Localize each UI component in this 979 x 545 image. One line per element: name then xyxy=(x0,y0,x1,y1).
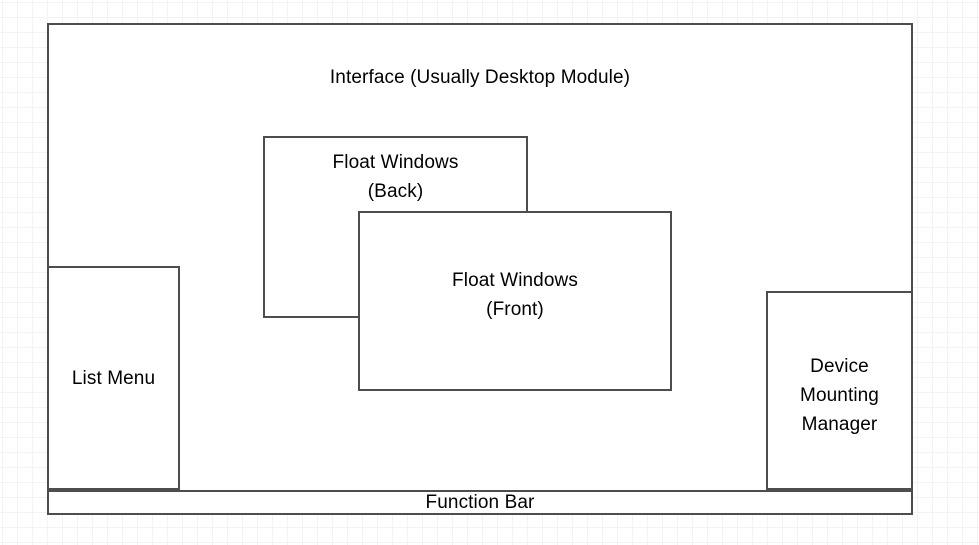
device-mounting-manager-panel[interactable]: Device Mounting Manager xyxy=(766,291,913,490)
interface-label: Interface (Usually Desktop Module) xyxy=(329,67,631,88)
list-menu-label: List Menu xyxy=(71,368,156,389)
function-bar[interactable]: Function Bar xyxy=(47,490,913,515)
list-menu-panel[interactable]: List Menu xyxy=(47,266,180,490)
float-window-front[interactable]: Float Windows (Front) xyxy=(358,211,672,391)
float-window-back-label: Float Windows (Back) xyxy=(332,152,459,202)
function-bar-label: Function Bar xyxy=(425,492,535,513)
float-window-front-label: Float Windows (Front) xyxy=(452,270,578,320)
device-mounting-manager-label: Device Mounting Manager xyxy=(800,356,879,435)
